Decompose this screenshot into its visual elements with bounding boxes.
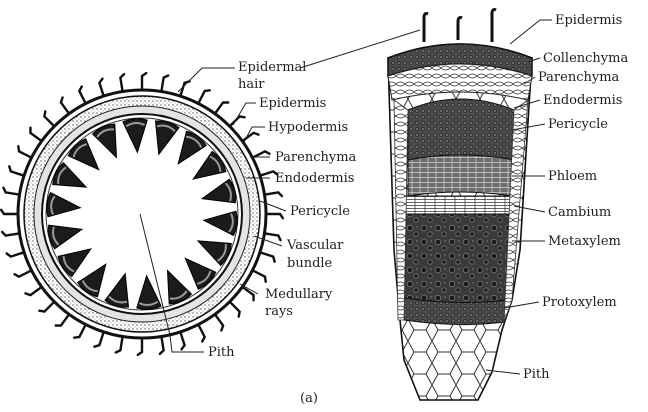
- leader-epidermal-hair: [178, 68, 235, 92]
- leader-epidermis-left: [233, 103, 256, 125]
- transverse-section: [1, 73, 283, 355]
- label-pith-left: Pith: [208, 345, 235, 360]
- sector-hair-2: [458, 18, 462, 41]
- label-pericycle-left: Pericycle: [290, 204, 350, 219]
- label-vascular-bundle-2: bundle: [287, 256, 333, 271]
- right-labels: Epidermis Collenchyma Parenchyma Endoder…: [523, 13, 628, 382]
- label-cambium: Cambium: [548, 205, 611, 220]
- label-epidermis-right: Epidermis: [555, 13, 622, 28]
- magnified-sector: [388, 10, 532, 401]
- label-endodermis-right: Endodermis: [543, 93, 622, 108]
- label-parenchyma-right: Parenchyma: [538, 70, 620, 85]
- label-medullary-rays-2: rays: [265, 304, 293, 319]
- label-metaxylem: Metaxylem: [548, 234, 621, 249]
- pith-region: [84, 156, 200, 272]
- sector-cambium: [406, 196, 514, 214]
- label-phloem: Phloem: [548, 169, 597, 184]
- figure-caption: (a): [300, 391, 318, 406]
- sector-protoxylem: [404, 298, 508, 325]
- label-epidermis-left: Epidermis: [259, 96, 326, 111]
- label-endodermis-left: Endodermis: [275, 171, 354, 186]
- label-parenchyma-left: Parenchyma: [275, 150, 357, 165]
- sector-hair-3: [492, 10, 496, 43]
- label-epidermal-hair-2: hair: [238, 77, 265, 92]
- label-medullary-rays-1: Medullary: [265, 287, 333, 302]
- sector-pericycle: [408, 99, 514, 160]
- sector-metaxylem: [404, 214, 514, 303]
- label-epidermal-hair-1: Epidermal: [238, 60, 306, 75]
- leader-hypodermis: [243, 127, 265, 144]
- label-protoxylem: Protoxylem: [542, 295, 617, 310]
- sector-phloem: [408, 155, 514, 196]
- label-collenchyma: Collenchyma: [543, 51, 628, 66]
- label-hypodermis: Hypodermis: [268, 120, 348, 135]
- label-pericycle-right: Pericycle: [548, 117, 608, 132]
- sector-hair-1: [424, 14, 428, 43]
- label-vascular-bundle-1: Vascular: [286, 238, 344, 253]
- label-pith-right: Pith: [523, 367, 550, 382]
- leader-epidermis-right: [510, 20, 552, 44]
